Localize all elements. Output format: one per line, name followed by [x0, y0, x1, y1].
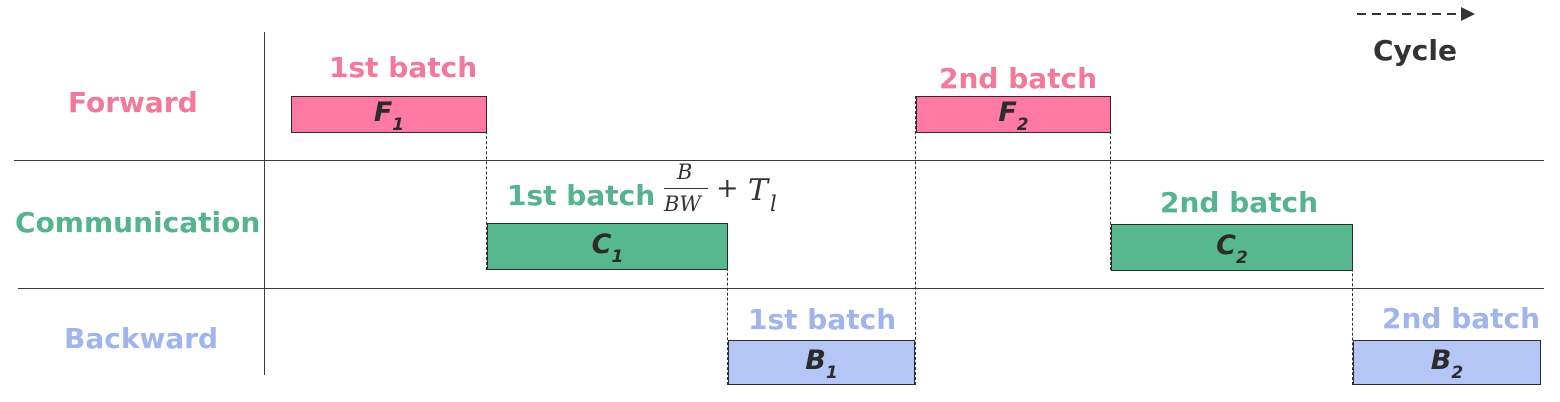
bar-b2-letter: B: [1430, 344, 1452, 376]
bar-c1-letter: C: [591, 228, 612, 260]
cycle-label: Cycle: [1373, 34, 1457, 67]
formula-term-sub: l: [770, 192, 777, 216]
row-divider-top: [14, 160, 1544, 161]
bar-c1-sub: 1: [611, 247, 624, 268]
bar-c2-letter: C: [1216, 229, 1236, 261]
batch-label-forward-2: 2nd batch: [939, 62, 1098, 95]
bar-f2-letter: F: [998, 96, 1017, 128]
formula-operator: +: [716, 173, 739, 204]
bar-f2: F2: [916, 96, 1111, 136]
batch-label-communication-1: 1st batch: [507, 179, 656, 212]
bar-b1-sub: 1: [825, 363, 838, 384]
formula-denominator: BW: [664, 192, 702, 216]
row-label-divider: [264, 32, 265, 375]
batch-label-backward-2: 2nd batch: [1382, 302, 1541, 335]
formula-numerator: B: [677, 160, 693, 184]
bar-b2: B2: [1353, 340, 1541, 385]
row-label-communication: Communication: [15, 206, 261, 239]
cycle-arrow-icon: [1357, 7, 1475, 21]
connector-b1-f2: [915, 96, 916, 385]
connector-f2-c2: [1110, 96, 1111, 270]
row-divider-bottom: [18, 288, 1544, 289]
connector-c1-b1: [727, 223, 728, 385]
bar-f1-letter: F: [373, 96, 393, 128]
bar-c2-sub: 2: [1235, 248, 1248, 269]
bar-f1: F1: [291, 96, 487, 136]
bar-f1-sub: 1: [392, 115, 405, 136]
connector-c2-b2: [1352, 224, 1353, 385]
bar-b1-letter: B: [805, 344, 826, 376]
batch-label-communication-2: 2nd batch: [1160, 186, 1319, 219]
batch-label-forward-1: 1st batch: [329, 51, 478, 84]
row-label-backward: Backward: [64, 322, 219, 355]
bar-f2-sub: 2: [1016, 115, 1029, 136]
bar-c1: C1: [487, 223, 728, 270]
bar-c2: C2: [1111, 224, 1353, 271]
formula-term: T: [748, 173, 769, 208]
formula-fraction-bar: [664, 188, 708, 189]
comm-time-formula: B BW + T l: [660, 160, 790, 224]
row-label-forward: Forward: [68, 86, 198, 119]
connector-f1-c1: [486, 96, 487, 270]
bar-b1: B1: [728, 340, 915, 385]
bar-b2-sub: 2: [1451, 363, 1464, 384]
batch-label-backward-1: 1st batch: [748, 303, 897, 336]
